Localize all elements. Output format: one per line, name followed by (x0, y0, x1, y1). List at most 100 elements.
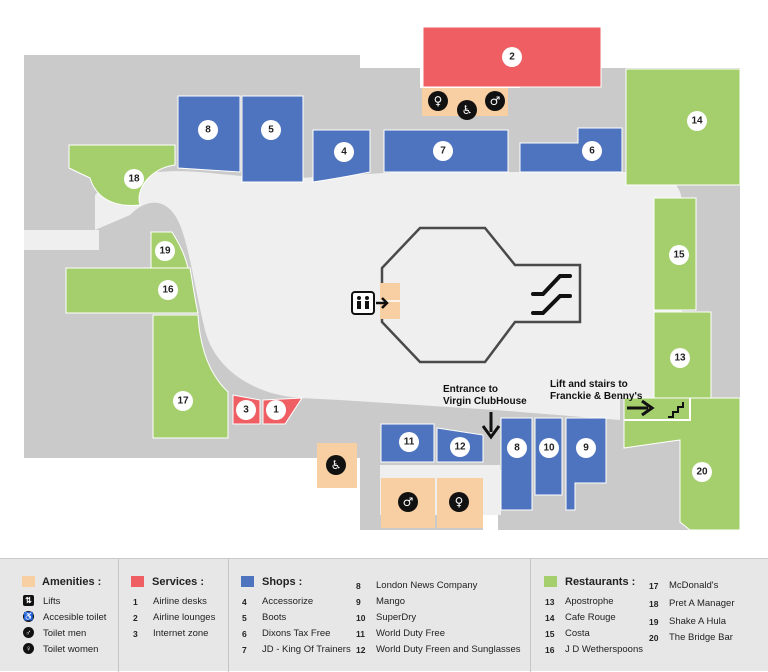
unit-number-label: 13 (674, 353, 686, 364)
unit-number-label: 20 (696, 467, 708, 478)
legend-num: 1 (133, 597, 138, 607)
toilet-women-icon (428, 91, 448, 111)
lifts-icon: ⇅ (23, 595, 34, 606)
legend-item: SuperDry (376, 612, 417, 623)
legend-num: 7 (242, 645, 247, 655)
legend-amenities: Amenities : ⇅ Lifts ♿ Accesible toilet ♂… (0, 559, 118, 672)
legend-num: 9 (356, 597, 361, 607)
legend-item: Pret A Manager (669, 598, 735, 609)
unit-20-notch (624, 398, 691, 421)
legend-item: Accesible toilet (43, 612, 107, 623)
legend-shops: Shops : 4 Accessorize 5 Boots 6 Dixons T… (228, 559, 530, 672)
unit-badge (576, 438, 596, 458)
unit-number-label: 19 (159, 246, 171, 257)
unit-badge (158, 280, 178, 300)
unit-badge (692, 462, 712, 482)
legend-num: 20 (649, 633, 659, 643)
escalator-icon (531, 274, 572, 315)
restaurants-swatch (544, 576, 557, 587)
legend-item: Cafe Rouge (565, 612, 616, 623)
unit-number-label: 9 (583, 443, 589, 454)
unit-badge (261, 120, 281, 140)
unit-14-restaurants[interactable] (625, 68, 741, 186)
unit-8-shops[interactable] (500, 417, 533, 511)
legend-item: Lifts (43, 596, 61, 607)
legend-num: 18 (649, 599, 659, 609)
accessible-toilet-icon (457, 100, 477, 120)
unit-number-label: 7 (440, 146, 446, 157)
legend-item: The Bridge Bar (669, 632, 733, 643)
services-title: Services : (152, 576, 204, 588)
unit-number-label: 10 (543, 443, 555, 454)
legend-item: Airline desks (153, 596, 207, 607)
accessible-toilet-icon: ♿ (23, 611, 34, 622)
shops-swatch (241, 576, 254, 587)
legend-item: Dixons Tax Free (262, 628, 331, 639)
legend-num: 17 (649, 581, 659, 591)
legend-num: 10 (356, 613, 366, 623)
legend-item: London News Company (376, 580, 478, 591)
unit-badge (155, 241, 175, 261)
legend-num: 15 (545, 629, 555, 639)
unit-16-restaurants[interactable] (65, 267, 199, 314)
arrow-right-icon (627, 399, 655, 417)
stairs-icon (668, 402, 684, 418)
unit-18-restaurants[interactable] (68, 144, 176, 206)
toilet-men-icon-glyph: ♂ (403, 495, 414, 509)
floor-strip-bottom2 (483, 470, 501, 515)
unit-number-label: 8 (514, 443, 520, 454)
legend-num: 3 (133, 629, 138, 639)
legend-num: 12 (356, 645, 366, 655)
unit-badge (433, 141, 453, 161)
amenities-title: Amenities : (42, 576, 102, 588)
legend-item: Internet zone (153, 628, 209, 639)
unit-badge (266, 400, 286, 420)
legend-item: Accessorize (262, 596, 314, 607)
unit-badge (334, 142, 354, 162)
unit-9-shops[interactable] (565, 417, 607, 511)
legend-num: 14 (545, 613, 555, 623)
unit-number-label: 12 (454, 442, 466, 453)
legend-item: World Duty Free (376, 628, 445, 639)
lift-label-2: Franckie & Benny's (550, 391, 643, 402)
legend-num: 16 (545, 645, 555, 655)
unit-number-label: 4 (341, 147, 347, 158)
unit-badge (173, 391, 193, 411)
legend-restaurants: Restaurants : 13 Apostrophe 14 Cafe Roug… (530, 559, 768, 672)
legend-num: 13 (545, 597, 555, 607)
shops-title: Shops : (262, 576, 303, 588)
unit-badge (502, 47, 522, 67)
legend-num: 19 (649, 617, 659, 627)
legend-num: 8 (356, 581, 361, 591)
unit-6-shops[interactable] (519, 127, 623, 173)
entrance-label-2: Virgin ClubHouse (443, 396, 527, 407)
legend-num: 4 (242, 597, 247, 607)
lifts-icon (351, 291, 389, 315)
accessible-toilet-icon (326, 455, 346, 475)
unit-badge (124, 169, 144, 189)
unit-badge (399, 432, 419, 452)
unit-number-label: 2 (509, 52, 515, 63)
arrow-down-icon (481, 412, 501, 440)
unit-badge (582, 141, 602, 161)
map-legend: Amenities : ⇅ Lifts ♿ Accesible toilet ♂… (0, 558, 768, 672)
legend-num: 11 (356, 629, 365, 639)
legend-services: Services : 1 Airline desks 2 Airline lou… (118, 559, 228, 672)
accessible-toilet-icon-glyph: ♿ (331, 458, 342, 472)
toilet-men-icon: ♂ (23, 627, 34, 638)
toilet-men-icon-glyph: ♂ (490, 94, 501, 108)
legend-item: Boots (262, 612, 287, 623)
unit-number-label: 15 (673, 250, 685, 261)
legend-item: Airline lounges (153, 612, 216, 623)
unit-number-label: 1 (273, 405, 279, 416)
legend-item: McDonald's (669, 580, 719, 591)
lift-label-1: Lift and stairs to (550, 379, 628, 390)
legend-num: 6 (242, 629, 247, 639)
toilet-women-icon: ♀ (23, 643, 34, 654)
unit-number-label: 17 (177, 396, 189, 407)
entrance-label-1: Entrance to (443, 384, 498, 395)
unit-badge (539, 438, 559, 458)
legend-num: 5 (242, 613, 247, 623)
unit-number-label: 6 (589, 146, 595, 157)
unit-17-restaurants[interactable] (152, 314, 229, 439)
